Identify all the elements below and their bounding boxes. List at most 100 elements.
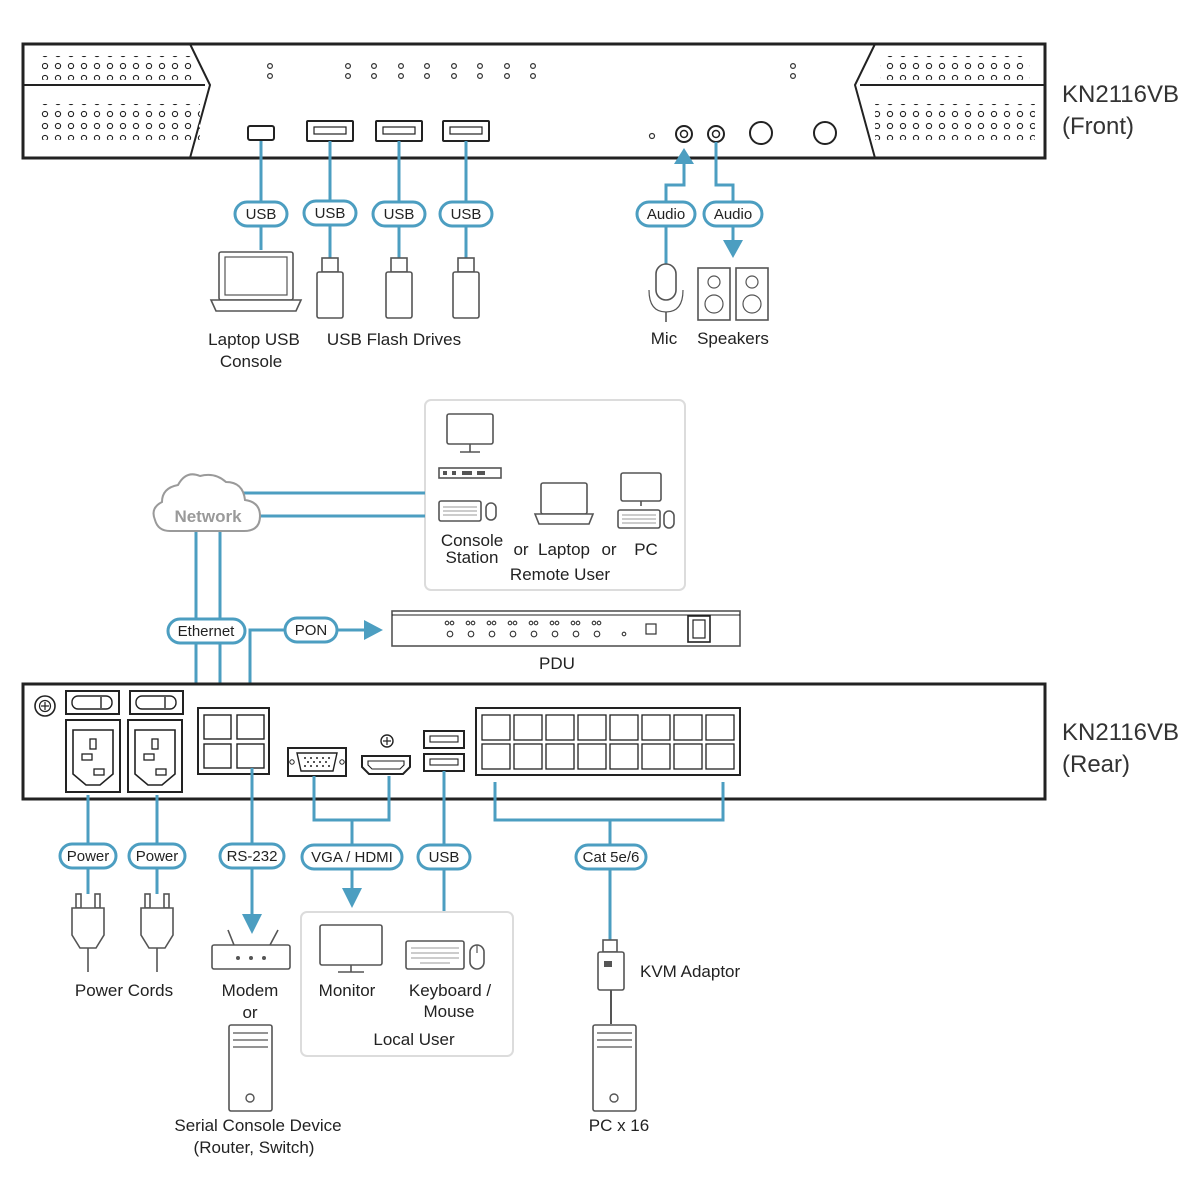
power-switch[interactable] <box>129 690 184 715</box>
rear-model-label: KN2116VB <box>1062 719 1179 746</box>
pc-icon <box>617 472 675 529</box>
hdmi-port[interactable] <box>361 755 411 775</box>
svg-text:Power: Power <box>136 848 179 865</box>
console-station-label: Console <box>441 531 503 550</box>
pdu-label: PDU <box>539 654 575 673</box>
arrow-right-icon <box>364 620 383 640</box>
serial-console-device-icon <box>228 1024 273 1112</box>
microphone-icon <box>648 263 684 322</box>
svg-text:VGA / HDMI: VGA / HDMI <box>311 849 393 866</box>
modem-label: Modem <box>222 981 279 1000</box>
rear-panel <box>21 682 1047 801</box>
pc-label: PC <box>634 540 658 559</box>
cable-label-ethernet: Ethernet <box>166 617 247 645</box>
rear-side-label: (Rear) <box>1062 751 1130 778</box>
arrow-up-icon <box>674 148 694 164</box>
cable-label-usb: USB <box>416 843 472 871</box>
cable-label-usb: USB <box>371 200 427 228</box>
keyboard-mouse-icon <box>405 940 485 970</box>
power-cord-icon <box>140 893 174 972</box>
mic-label: Mic <box>651 329 678 348</box>
svg-text:RS-232: RS-232 <box>227 848 278 865</box>
svg-text:USB: USB <box>429 849 460 866</box>
usb-flash-drive-icon <box>385 257 413 319</box>
usb-port[interactable] <box>423 753 465 772</box>
monitor-icon <box>319 924 383 973</box>
svg-text:Cat 5e/6: Cat 5e/6 <box>583 849 640 866</box>
svg-text:USB: USB <box>384 206 415 223</box>
svg-text:USB: USB <box>315 205 346 222</box>
svg-text:USB: USB <box>451 206 482 223</box>
front-button[interactable] <box>749 121 773 145</box>
svg-text:USB: USB <box>246 206 277 223</box>
arrow-down-icon <box>342 888 362 908</box>
cable-label-audio: Audio <box>635 200 697 228</box>
usb-flash-drive-icon <box>452 257 480 319</box>
laptop-icon <box>209 251 303 312</box>
front-button[interactable] <box>813 121 837 145</box>
modem-or-label: or <box>242 1003 257 1022</box>
ground-screw-icon <box>380 734 394 748</box>
vent-grille <box>880 56 1030 80</box>
kvm-ports[interactable] <box>475 707 741 776</box>
front-model-label: KN2116VB <box>1062 81 1179 108</box>
mic-jack[interactable] <box>675 125 693 143</box>
power-inlet[interactable] <box>127 719 183 793</box>
usb-port[interactable] <box>423 730 465 749</box>
svg-text:Power: Power <box>67 848 110 865</box>
vent-grille <box>875 104 1035 140</box>
svg-text:Audio: Audio <box>714 206 752 223</box>
svg-text:PON: PON <box>295 622 328 639</box>
svg-text:Ethernet: Ethernet <box>178 623 236 640</box>
or-label: or <box>601 540 616 559</box>
kvm-adaptor-label: KVM Adaptor <box>640 962 741 981</box>
ground-screw-icon <box>34 695 56 717</box>
local-user-label: Local User <box>373 1030 455 1049</box>
led-indicators <box>267 62 796 79</box>
cable-label-power: Power <box>127 842 187 870</box>
laptop-usb-console-label: Console <box>220 352 282 371</box>
cable-label-cat5: Cat 5e/6 <box>574 843 648 871</box>
remote-user-label: Remote User <box>510 565 610 584</box>
pc-tower-icon <box>592 1024 637 1112</box>
front-side-label: (Front) <box>1062 113 1134 140</box>
cable-label-vga-hdmi: VGA / HDMI <box>300 843 404 871</box>
vent-grille <box>40 104 200 140</box>
speakers-label: Speakers <box>697 329 769 348</box>
speakers-icon <box>697 267 769 321</box>
or-label: or <box>513 540 528 559</box>
vga-port[interactable] <box>287 747 347 777</box>
vent-grille <box>42 56 192 80</box>
power-cord-icon <box>71 893 105 972</box>
cable-label-power: Power <box>58 842 118 870</box>
serial-console-device-label: (Router, Switch) <box>194 1138 315 1157</box>
power-cords-label: Power Cords <box>75 981 173 1000</box>
front-panel <box>21 42 1047 160</box>
power-inlet[interactable] <box>65 719 121 793</box>
modem-icon <box>211 929 291 970</box>
cable-label-usb: USB <box>233 200 289 228</box>
network-label: Network <box>174 507 242 526</box>
laptop-label: Laptop <box>538 540 590 559</box>
serial-console-device-label: Serial Console Device <box>174 1116 341 1135</box>
power-switch[interactable] <box>65 690 120 715</box>
arrow-down-icon <box>242 914 262 934</box>
mini-usb-port[interactable] <box>247 125 275 141</box>
svg-text:Audio: Audio <box>647 206 685 223</box>
speaker-jack[interactable] <box>707 125 725 143</box>
cable-label-usb: USB <box>302 199 358 227</box>
lan-ports[interactable] <box>197 707 270 775</box>
console-station-icon <box>438 413 502 522</box>
usb-flash-drives-label: USB Flash Drives <box>327 330 461 349</box>
network-cloud-icon: Network <box>152 473 262 532</box>
console-station-label: Station <box>446 548 499 567</box>
monitor-label: Monitor <box>319 981 376 1000</box>
cable-label-pon: PON <box>283 616 339 644</box>
cable-label-usb: USB <box>438 200 494 228</box>
usb-flash-drive-icon <box>316 257 344 319</box>
pdu-device <box>391 610 741 647</box>
cable-label-rs232: RS-232 <box>218 842 286 870</box>
pc-count-label: PC x 16 <box>589 1116 649 1135</box>
laptop-icon <box>533 482 595 525</box>
